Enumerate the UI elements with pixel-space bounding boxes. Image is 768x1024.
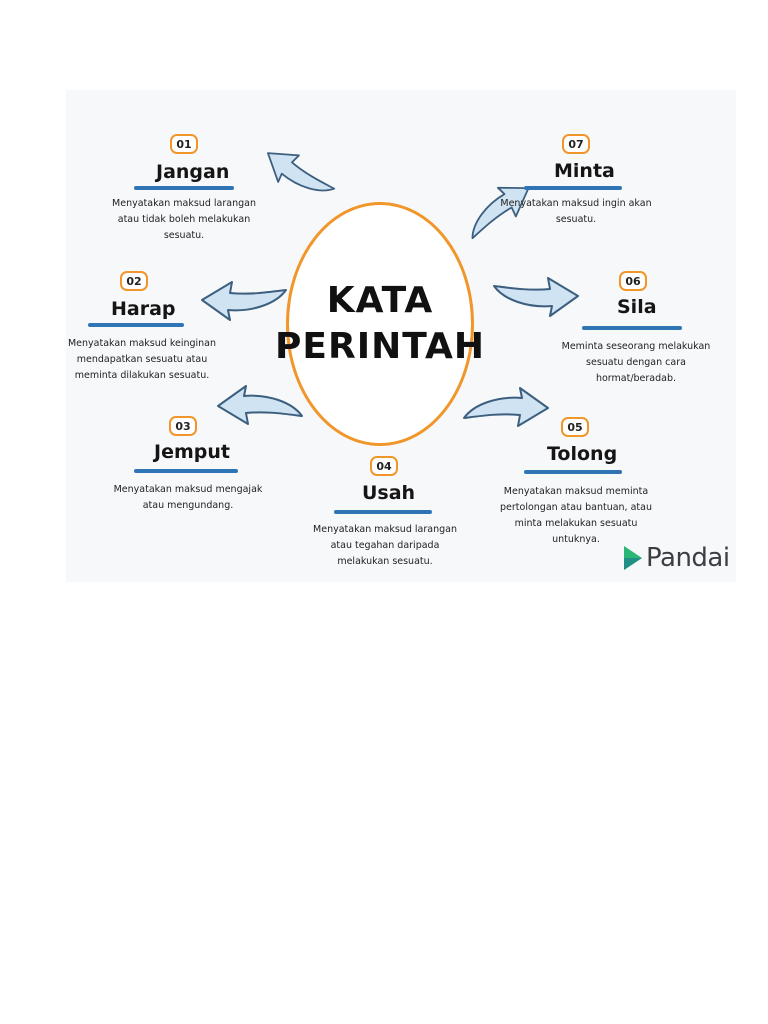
desc-line: sesuatu dengan cara — [586, 357, 686, 368]
center-oval: KATA PERINTAH — [275, 202, 484, 446]
desc-line: Menyatakan maksud mengajak — [113, 484, 263, 495]
term-jemput: Jemput — [154, 441, 230, 463]
desc-line: sesuatu. — [555, 214, 597, 225]
underline-07 — [524, 186, 622, 190]
desc-usah: Menyatakan maksud larangan atau tegahan … — [305, 522, 465, 570]
desc-line: melakukan sesuatu. — [337, 556, 433, 567]
number-badge-02: 02 — [120, 271, 148, 291]
term-tolong: Tolong — [547, 443, 618, 465]
center-title-line2: PERINTAH — [275, 326, 485, 367]
pandai-logo-text: Pandai — [646, 543, 730, 573]
underline-02 — [88, 323, 184, 327]
term-usah: Usah — [362, 482, 416, 504]
number-badge-07: 07 — [562, 134, 590, 154]
number-badge-04: 04 — [370, 456, 398, 476]
desc-line: Menyatakan maksud meminta — [503, 486, 649, 497]
desc-line: minta melakukan sesuatu — [514, 518, 638, 529]
number-badge-06: 06 — [619, 271, 647, 291]
arrow-05-icon — [463, 387, 549, 427]
desc-tolong: Menyatakan maksud meminta pertolongan at… — [494, 484, 658, 548]
underline-01 — [134, 186, 234, 190]
term-jangan: Jangan — [156, 161, 230, 183]
number-badge-03: 03 — [169, 416, 197, 436]
desc-line: Menyatakan maksud larangan — [313, 524, 457, 535]
desc-line: sesuatu. — [163, 230, 205, 241]
desc-line: Meminta seseorang melakukan — [561, 341, 711, 352]
underline-05 — [524, 470, 622, 474]
number-badge-01: 01 — [170, 134, 198, 154]
desc-jemput: Menyatakan maksud mengajak atau mengunda… — [108, 482, 268, 514]
arrow-02-icon — [201, 281, 287, 321]
desc-minta: Menyatakan maksud ingin akan sesuatu. — [496, 196, 656, 228]
arrow-03-icon — [217, 385, 303, 425]
desc-line: atau tegahan daripada — [330, 540, 440, 551]
pandai-logo: Pandai — [622, 543, 730, 573]
underline-06 — [582, 326, 682, 330]
underline-03 — [134, 469, 238, 473]
desc-line: Menyatakan maksud larangan — [112, 198, 256, 209]
desc-line: hormat/beradab. — [595, 373, 677, 384]
desc-line: pertolongan atau bantuan, atau — [500, 502, 652, 513]
arrow-06-icon — [493, 277, 579, 317]
desc-harap: Menyatakan maksud keinginan mendapatkan … — [62, 336, 222, 384]
desc-line: atau tidak boleh melakukan — [117, 214, 251, 225]
term-minta: Minta — [554, 160, 615, 182]
desc-line: meminta dilakukan sesuatu. — [74, 370, 210, 381]
desc-line: untuknya. — [552, 534, 600, 545]
desc-line: Menyatakan maksud ingin akan — [500, 198, 652, 209]
desc-line: mendapatkan sesuatu atau — [76, 354, 208, 365]
underline-04 — [334, 510, 432, 514]
number-badge-05: 05 — [561, 417, 589, 437]
term-harap: Harap — [111, 298, 176, 320]
pandai-logo-mark-icon — [624, 546, 642, 570]
desc-sila: Meminta seseorang melakukan sesuatu deng… — [556, 339, 716, 387]
term-sila: Sila — [617, 296, 657, 318]
center-title-line1: KATA — [326, 280, 434, 321]
desc-line: Menyatakan maksud keinginan — [67, 338, 217, 349]
desc-line: atau mengundang. — [142, 500, 234, 511]
desc-jangan: Menyatakan maksud larangan atau tidak bo… — [104, 196, 264, 244]
